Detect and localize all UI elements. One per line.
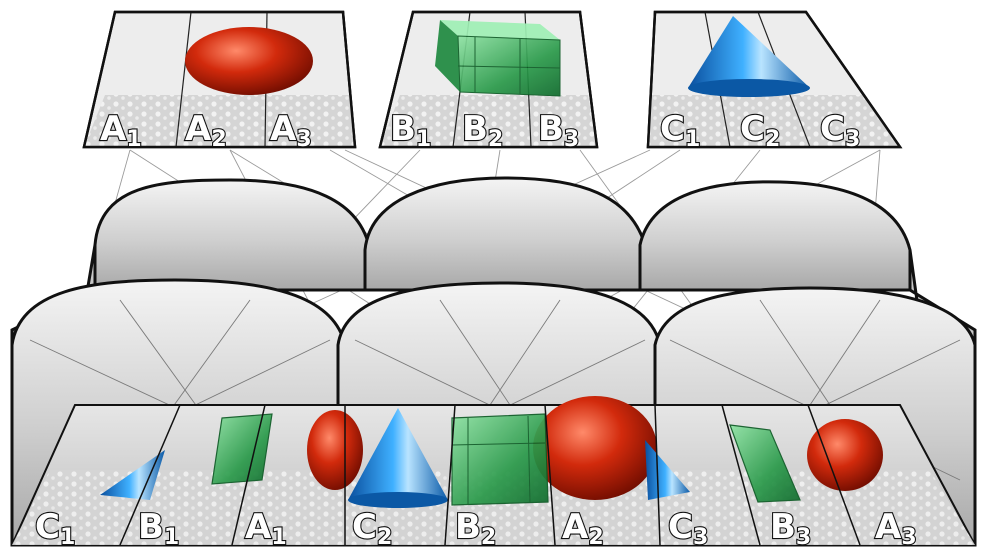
red-ellipsoid-piece-1 [307, 410, 363, 490]
green-box-piece-1 [212, 414, 272, 484]
red-ellipsoid-shape [185, 27, 313, 95]
green-box-shape [435, 20, 560, 96]
red-ellipsoid-piece-2 [533, 396, 657, 500]
green-box-piece-2 [452, 414, 548, 505]
back-domes [95, 178, 910, 290]
red-ellipsoid-piece-3 [807, 419, 883, 491]
